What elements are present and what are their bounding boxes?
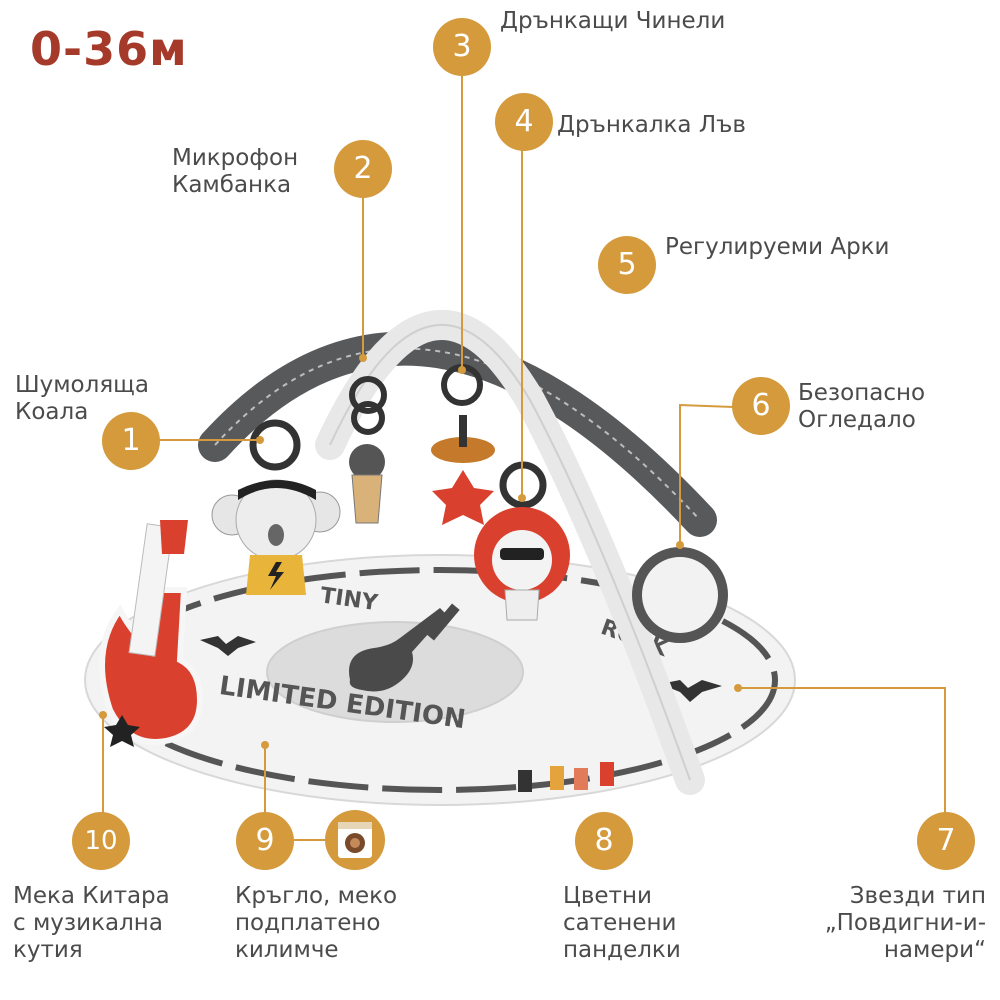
callout-4-badge: 4 [495,93,553,151]
leader-lines [102,75,946,841]
lift-flap [200,636,256,656]
callout-1-badge: 1 [102,412,160,470]
callout-6-badge: 6 [732,377,790,435]
callout-9-badge: 9 [236,812,294,870]
soft-guitar-toy [99,520,204,747]
safety-mirror-toy [632,547,728,643]
callout-7-label: Звезди тип „Повдигни-и- намери“ [824,883,986,963]
cymbals-toy [431,415,495,525]
callout-2-label: Микрофон Камбанка [172,145,299,198]
callout-3-badge: 3 [433,18,491,76]
callout-8-badge: 8 [575,812,633,870]
callout-7-badge: 7 [917,812,975,870]
ribbon [550,766,564,790]
callout-6-label: Безопасно Огледало [798,380,926,433]
age-range-title: 0-36м [30,22,188,76]
ribbon [574,768,588,790]
callout-5-label: Регулируеми Арки [665,234,890,260]
leader-dots [99,354,742,749]
callout-10-badge: 10 [72,812,130,870]
mat-guitar-print [349,603,460,692]
microphone-toy [349,444,385,524]
callout-5-badge: 5 [598,236,656,294]
washing-machine-icon [325,810,385,870]
callout-9-label: Кръгло, меко подплатено килимче [235,883,398,963]
koala-toy [211,479,341,595]
lion-toy [474,507,570,621]
callout-3-label: Дрънкащи Чинели [500,8,726,34]
ribbon [518,770,532,792]
ribbon [600,762,614,786]
lift-flap [660,680,722,702]
callout-8-label: Цветни сатенени панделки [563,883,681,963]
callout-4-label: Дрънкалка Лъв [557,112,746,138]
callout-2-badge: 2 [334,140,392,198]
callout-1-label: Шумоляща Коала [15,372,149,425]
callout-10-label: Мека Китара с музикална кутия [13,883,170,963]
